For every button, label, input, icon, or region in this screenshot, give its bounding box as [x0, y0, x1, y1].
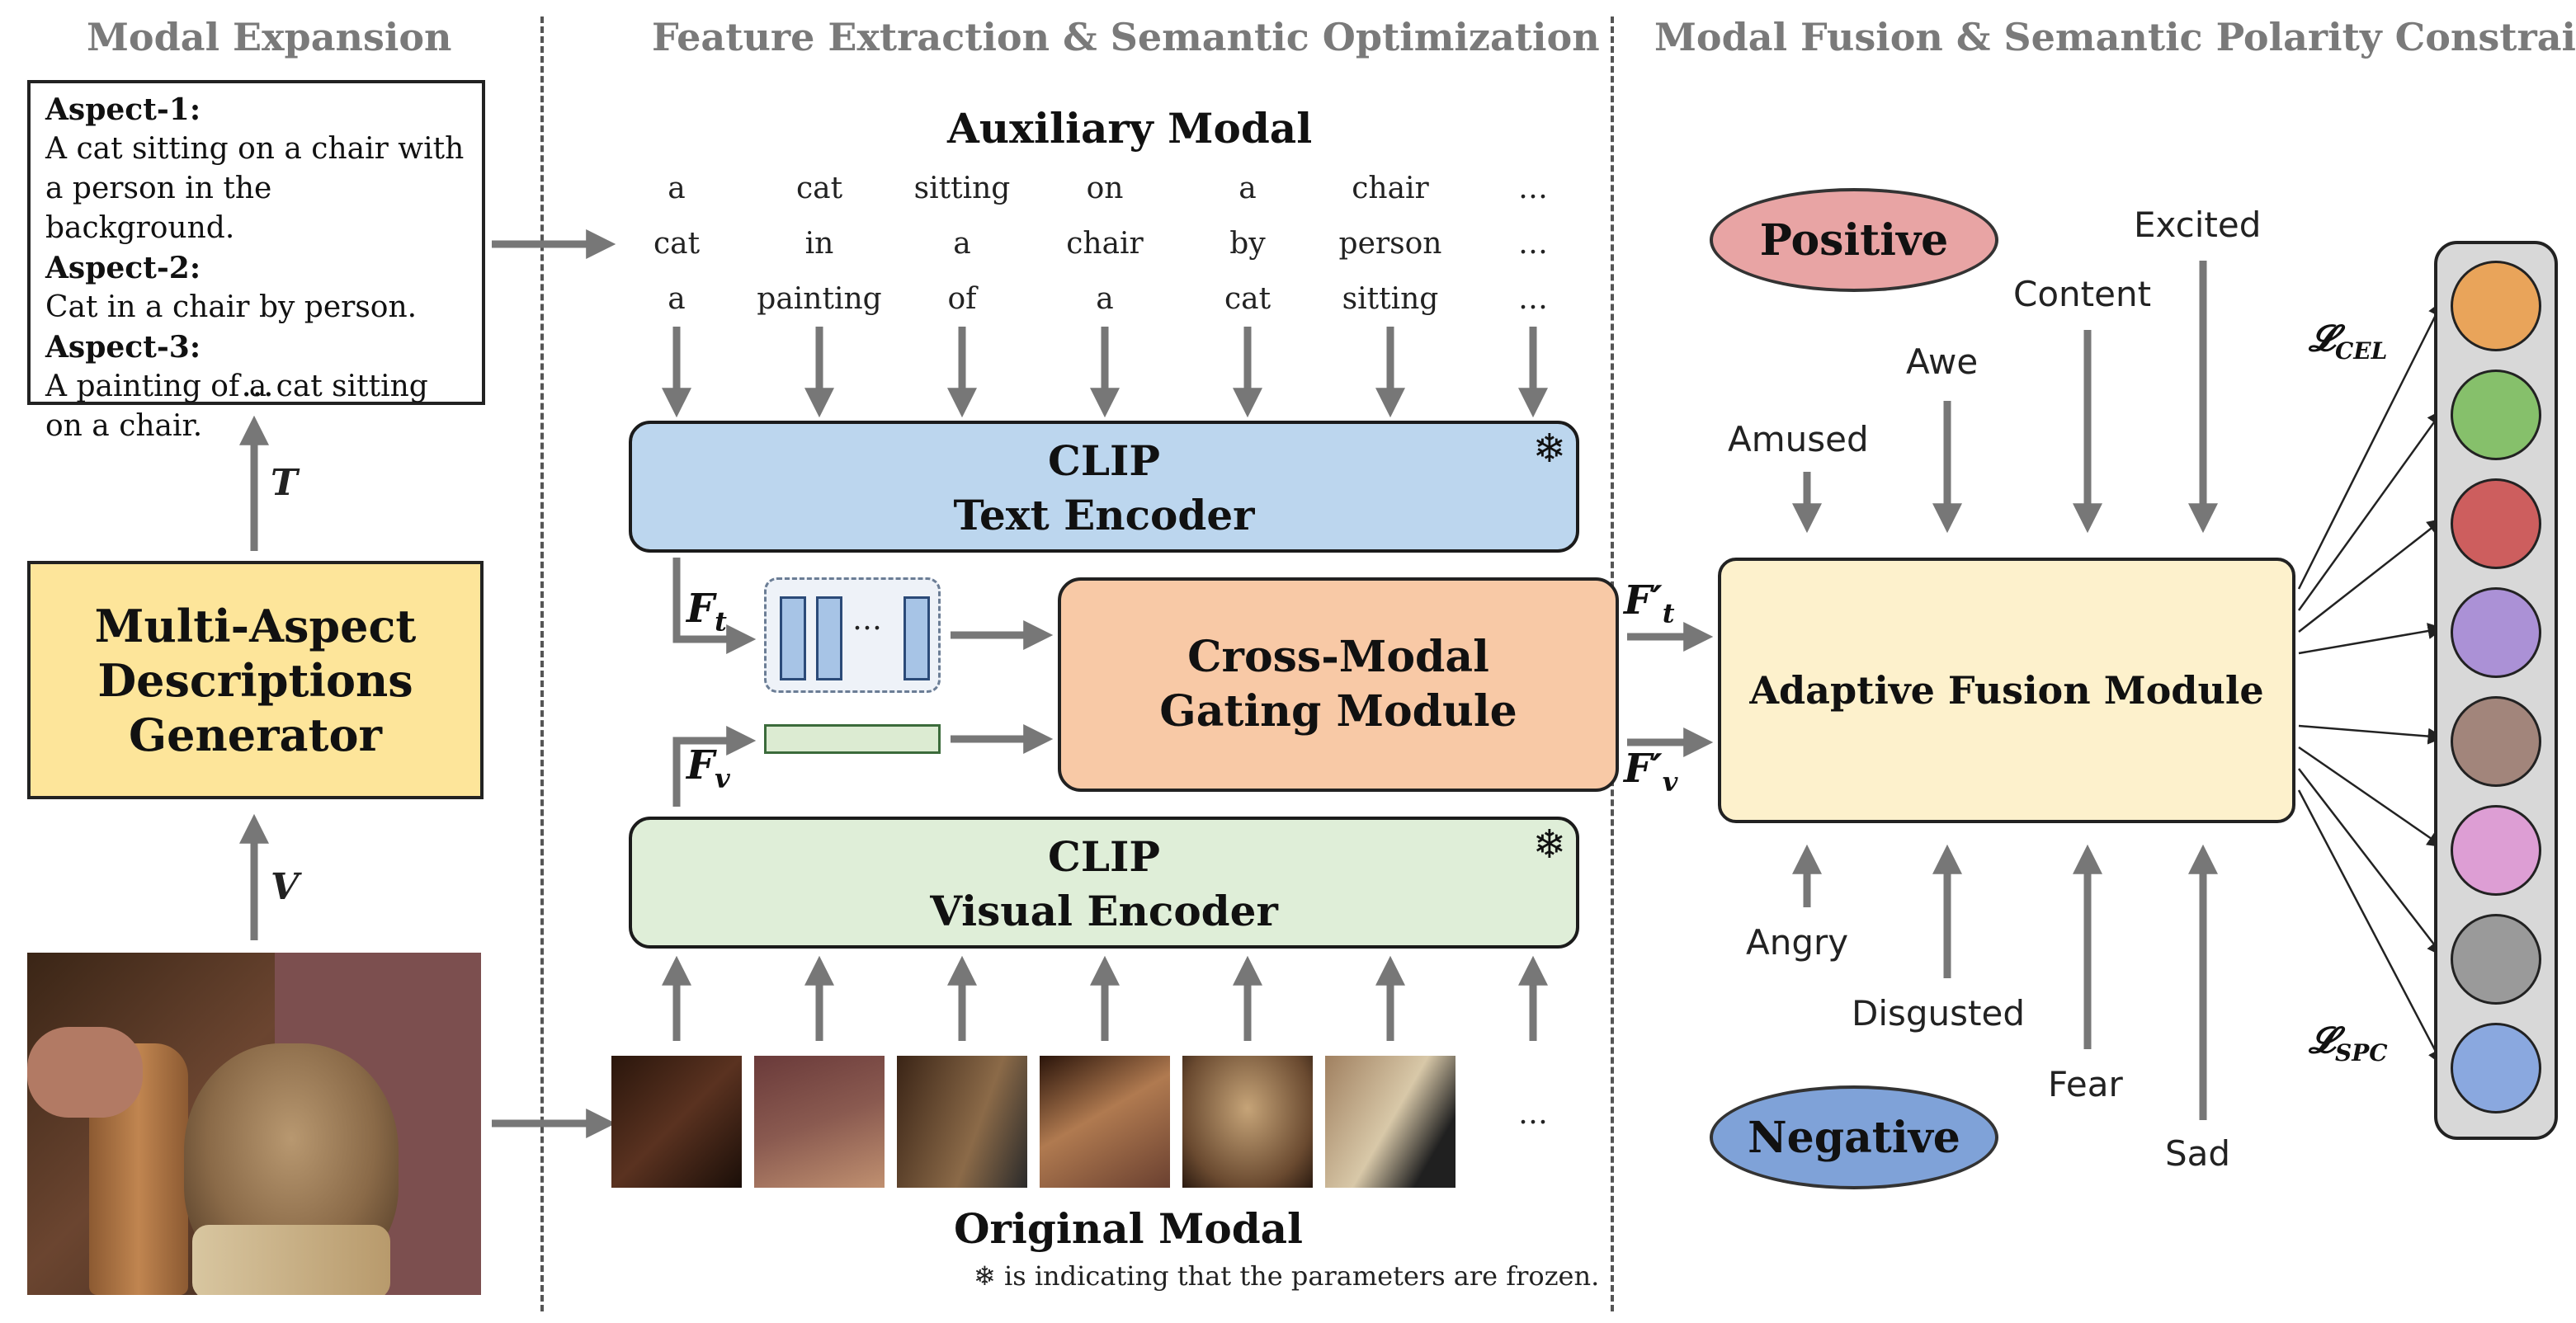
auxiliary-modal-title: Auxiliary Modal [947, 104, 1313, 153]
section-title-modal-fusion: Modal Fusion & Semantic Polarity Constra… [1654, 15, 2576, 59]
adaptive-fusion-module: Adaptive Fusion Module [1718, 558, 2295, 823]
emotion-label: Disgusted [1852, 993, 2026, 1033]
label-fv-prime: F′v [1624, 746, 1678, 798]
multi-aspect-descriptions-box: Aspect-1: A cat sitting on a chair with … [27, 80, 485, 443]
visual-encoder-line1: CLIP [1048, 832, 1160, 881]
token: … [1518, 172, 1548, 205]
original-modal-title: Original Modal [954, 1204, 1304, 1253]
visual-encoder-line2: Visual Encoder [930, 887, 1278, 935]
token-feature [780, 596, 806, 680]
class-circle [2451, 1023, 2541, 1113]
clip-visual-encoder: CLIP Visual Encoder ❄ [629, 817, 1579, 949]
class-circle [2451, 478, 2541, 569]
patch-ellipsis: … [1518, 1097, 1548, 1131]
token: chair [1352, 172, 1429, 205]
section-title-feature-extraction: Feature Extraction & Semantic Optimizati… [652, 15, 1600, 59]
fusion-label: Adaptive Fusion Module [1749, 668, 2264, 713]
token: chair [1066, 227, 1144, 261]
aspect3-text: A painting of a cat sitting on a chair. [45, 370, 428, 443]
emotion-label: Content [2013, 274, 2152, 314]
token: person [1338, 227, 1442, 261]
token: painting [757, 282, 882, 316]
emotion-label: Fear [2048, 1064, 2123, 1104]
token: a [1096, 282, 1114, 316]
label-v: V [271, 866, 300, 908]
token: cat [653, 227, 701, 261]
clip-text-encoder: CLIP Text Encoder ❄ [629, 421, 1579, 553]
token: a [668, 172, 686, 205]
text-encoder-line2: Text Encoder [953, 491, 1255, 539]
positive-label: Positive [1759, 214, 1949, 266]
class-circle [2451, 261, 2541, 351]
visual-feature-bar [764, 724, 941, 754]
token: … [1518, 227, 1548, 261]
aspect3-title: Aspect-3: [45, 330, 201, 365]
image-patch [897, 1056, 1027, 1188]
hand-shape [27, 1027, 143, 1118]
token: cat [795, 172, 843, 205]
token-feature-ellipsis: … [852, 603, 882, 637]
positive-polarity: Positive [1710, 188, 1998, 292]
token: by [1229, 227, 1266, 261]
emotion-label: Sad [2165, 1133, 2231, 1174]
emotion-label: Awe [1906, 341, 1979, 382]
separator-left [540, 16, 544, 1311]
label-t: T [271, 462, 298, 504]
token-feature [816, 596, 842, 680]
label-ft-prime: F′t [1624, 577, 1675, 629]
section-title-modal-expansion: Modal Expansion [87, 15, 452, 59]
emotion-class-column [2434, 241, 2558, 1140]
descriptions-generator: Multi-Aspect Descriptions Generator [27, 561, 484, 799]
snowflake-icon: ❄ [1532, 822, 1566, 868]
pillow-shape [192, 1225, 390, 1295]
token: a [668, 282, 686, 316]
image-patch [754, 1056, 885, 1188]
token-feature [903, 596, 930, 680]
aspect2-title: Aspect-2: [45, 251, 201, 285]
token: on [1086, 172, 1124, 205]
input-image [27, 953, 481, 1295]
token: of [947, 282, 977, 316]
class-circle [2451, 370, 2541, 460]
cross-modal-gating-module: Cross-Modal Gating Module [1058, 577, 1619, 792]
aspect1-title: Aspect-1: [45, 92, 201, 127]
snowflake-icon: ❄ [1532, 426, 1566, 472]
label-fv: Fv [686, 742, 730, 794]
aspect1-text: A cat sitting on a chair with a person i… [45, 132, 465, 245]
emotion-label: Amused [1728, 419, 1869, 459]
negative-polarity: Negative [1710, 1085, 1998, 1189]
token: sitting [1342, 282, 1439, 316]
negative-label: Negative [1748, 1112, 1960, 1163]
token: sitting [913, 172, 1011, 205]
more-aspects-ellipsis: … [241, 366, 274, 404]
image-patch [611, 1056, 742, 1188]
token: cat [1224, 282, 1271, 316]
image-patch [1040, 1056, 1170, 1188]
token: … [1518, 282, 1548, 316]
class-circle [2451, 914, 2541, 1005]
label-ft: Ft [686, 586, 727, 638]
token: a [953, 227, 971, 261]
class-circle [2451, 587, 2541, 678]
token: in [804, 227, 834, 261]
text-encoder-line1: CLIP [1048, 436, 1160, 485]
token: a [1238, 172, 1257, 205]
image-patch [1182, 1056, 1313, 1188]
class-circle [2451, 805, 2541, 896]
text-token-features: … [764, 577, 941, 693]
generator-label: Multi-Aspect Descriptions Generator [94, 599, 417, 761]
gating-label: Cross-Modal Gating Module [1159, 632, 1517, 737]
loss-spc: 𝓛SPC [2309, 1019, 2388, 1066]
emotion-label: Angry [1746, 922, 1849, 963]
class-circle [2451, 696, 2541, 787]
image-patch [1325, 1056, 1455, 1188]
loss-cel: 𝓛CEL [2309, 318, 2388, 365]
frozen-footnote: ❄ is indicating that the parameters are … [974, 1260, 1600, 1292]
emotion-label: Excited [2134, 205, 2262, 245]
aspect2-text: Cat in a chair by person. [45, 290, 418, 324]
